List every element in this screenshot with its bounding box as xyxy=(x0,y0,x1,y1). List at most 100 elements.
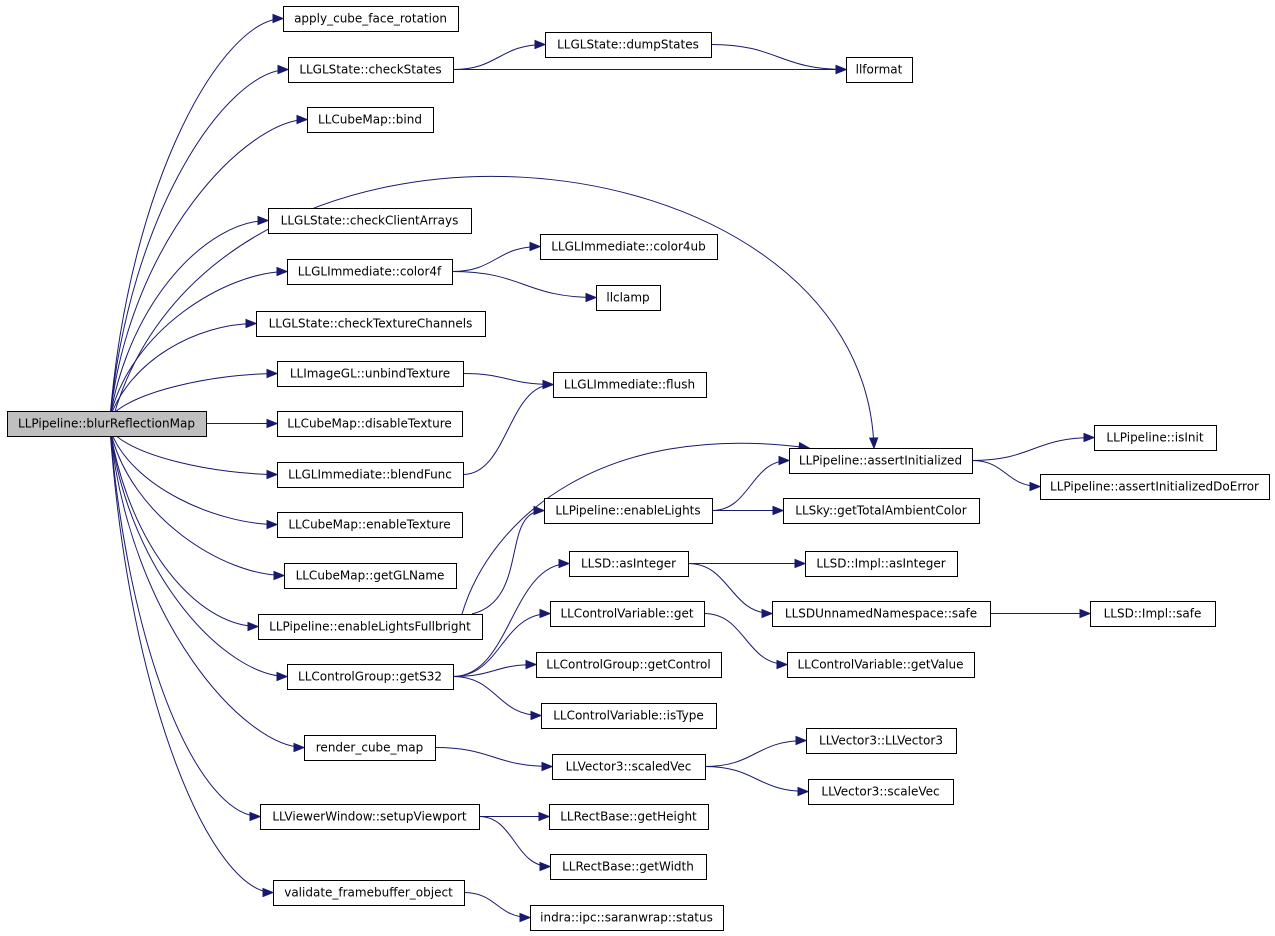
edge-enableLights-to-assertInit xyxy=(711,455,791,511)
node-label: LLGLImmediate::flush xyxy=(564,378,695,392)
node-elFull[interactable]: LLPipeline::enableLightsFullbright xyxy=(258,614,483,640)
edge-line xyxy=(109,271,288,418)
node-box xyxy=(550,854,707,880)
node-label: LLImageGL::unbindTexture xyxy=(290,367,450,381)
edge-line xyxy=(434,747,553,767)
node-disableTex[interactable]: LLCubeMap::disableTexture xyxy=(277,411,463,437)
node-getGLName[interactable]: LLCubeMap::getGLName xyxy=(284,563,457,589)
node-isInit[interactable]: LLPipeline::isInit xyxy=(1094,425,1217,451)
node-box xyxy=(596,285,661,311)
node-scaledVec[interactable]: LLVector3::scaledVec xyxy=(552,754,706,780)
node-getControl[interactable]: LLControlGroup::getControl xyxy=(536,652,722,678)
node-flush[interactable]: LLGLImmediate::flush xyxy=(553,372,707,398)
node-label: LLRectBase::getWidth xyxy=(562,860,694,874)
node-assertInitErr[interactable]: LLPipeline::assertInitializedDoError xyxy=(1040,474,1270,500)
edge-root-to-checkClientArrays xyxy=(109,215,270,418)
node-setupViewport[interactable]: LLViewerWindow::setupViewport xyxy=(260,804,480,830)
node-asInteger[interactable]: LLSD::asInteger xyxy=(569,551,689,577)
arrowhead-icon xyxy=(539,608,552,619)
edge-line xyxy=(471,510,545,615)
node-implAsInteger[interactable]: LLSD::Impl::asInteger xyxy=(805,551,958,577)
edge-line xyxy=(704,766,809,792)
node-cmBind[interactable]: LLCubeMap::bind xyxy=(307,107,434,133)
node-cvGet[interactable]: LLControlVariable::get xyxy=(550,601,705,627)
node-enableLights[interactable]: LLPipeline::enableLights xyxy=(544,498,713,524)
node-enableTex[interactable]: LLCubeMap::enableTexture xyxy=(277,512,463,538)
node-checkStates[interactable]: LLGLState::checkStates xyxy=(288,57,454,83)
node-checkTex[interactable]: LLGLState::checkTextureChannels xyxy=(256,311,486,337)
node-label: LLGLImmediate::color4ub xyxy=(551,240,706,254)
node-assertInit[interactable]: LLPipeline::assertInitialized xyxy=(789,448,973,474)
node-acfr[interactable]: apply_cube_face_rotation xyxy=(283,6,459,32)
node-unbindTex[interactable]: LLImageGL::unbindTexture xyxy=(277,361,464,387)
edge-safe-to-implSafe xyxy=(989,608,1092,619)
node-scaleVec[interactable]: LLVector3::scaleVec xyxy=(808,779,954,805)
arrowhead-icon xyxy=(266,469,279,480)
node-checkClientArrays[interactable]: LLGLState::checkClientArrays xyxy=(268,208,472,234)
arrowhead-icon xyxy=(541,761,554,772)
arrowhead-icon xyxy=(542,379,555,390)
arrowhead-icon xyxy=(1079,608,1092,619)
node-label: LLSD::asInteger xyxy=(581,557,676,571)
edge-asInteger-to-implAsInteger xyxy=(688,558,807,569)
node-box xyxy=(1094,425,1217,451)
node-isType[interactable]: LLControlVariable::isType xyxy=(541,703,717,729)
node-dumpStates[interactable]: LLGLState::dumpStates xyxy=(545,32,712,58)
node-color4ub[interactable]: LLGLImmediate::color4ub xyxy=(540,234,718,260)
edge-root-to-checkStates xyxy=(109,64,290,418)
edge-root-to-elFull xyxy=(109,429,260,632)
edge-line xyxy=(452,613,551,677)
node-box xyxy=(530,905,724,931)
node-rcm[interactable]: render_cube_map xyxy=(304,735,436,761)
node-label: LLCubeMap::disableTexture xyxy=(287,417,452,431)
edge-line xyxy=(109,220,269,418)
node-label: LLVector3::scaleVec xyxy=(821,785,939,799)
edge-enableLights-to-ambient xyxy=(712,505,785,516)
node-box xyxy=(277,512,463,538)
edge-line xyxy=(109,429,278,475)
edge-root-to-cmBind xyxy=(109,114,309,418)
node-vfo[interactable]: validate_framebuffer_object xyxy=(273,880,465,906)
node-getWidth[interactable]: LLRectBase::getWidth xyxy=(550,854,707,880)
edge-line xyxy=(109,429,259,627)
arrowhead-icon xyxy=(539,861,552,872)
node-implSafe[interactable]: LLSD::Impl::safe xyxy=(1090,601,1216,627)
edge-root-to-color4f xyxy=(109,266,289,418)
node-color4f[interactable]: LLGLImmediate::color4f xyxy=(287,259,453,285)
edge-scaledVec-to-v3ctor xyxy=(704,735,808,767)
node-label: LLPipeline::assertInitializedDoError xyxy=(1050,480,1259,494)
edge-color4f-to-color4ub xyxy=(451,241,542,272)
node-getS32[interactable]: LLControlGroup::getS32 xyxy=(287,664,454,690)
node-v3ctor[interactable]: LLVector3::LLVector3 xyxy=(806,728,957,754)
edge-root-to-checkTex xyxy=(109,318,258,418)
node-label: LLGLImmediate::color4f xyxy=(298,265,442,279)
node-label: llclamp xyxy=(606,291,649,305)
arrowhead-icon xyxy=(1029,481,1042,492)
node-status[interactable]: indra::ipc::saranwrap::status xyxy=(530,905,724,931)
node-label: LLSky::getTotalAmbientColor xyxy=(795,504,966,518)
edge-unbindTex-to-flush xyxy=(462,373,555,390)
node-ambient[interactable]: LLSky::getTotalAmbientColor xyxy=(783,498,980,524)
edge-line xyxy=(109,323,257,418)
node-llformat[interactable]: llformat xyxy=(846,57,913,83)
edge-line xyxy=(452,664,537,677)
edge-root-to-blendFunc xyxy=(109,429,279,480)
node-box xyxy=(540,234,718,260)
node-getHeight[interactable]: LLRectBase::getHeight xyxy=(549,804,709,830)
node-getValue[interactable]: LLControlVariable::getValue xyxy=(787,652,975,678)
node-root[interactable]: LLPipeline::blurReflectionMap xyxy=(7,411,207,437)
edge-line xyxy=(109,429,285,576)
edge-root-to-enableTex xyxy=(109,429,279,530)
node-safe[interactable]: LLSDUnnamedNamespace::safe xyxy=(772,601,991,627)
arrowhead-icon xyxy=(276,671,289,682)
edge-line xyxy=(710,44,847,70)
node-blendFunc[interactable]: LLGLImmediate::blendFunc xyxy=(277,462,464,488)
edge-line xyxy=(462,373,554,385)
node-box xyxy=(288,57,454,83)
node-llclamp[interactable]: llclamp xyxy=(596,285,661,311)
node-label: LLCubeMap::enableTexture xyxy=(288,518,450,532)
edge-checkStates-to-dumpStates xyxy=(452,39,547,70)
node-box xyxy=(569,551,689,577)
edge-cvGet-to-getValue xyxy=(703,613,789,670)
